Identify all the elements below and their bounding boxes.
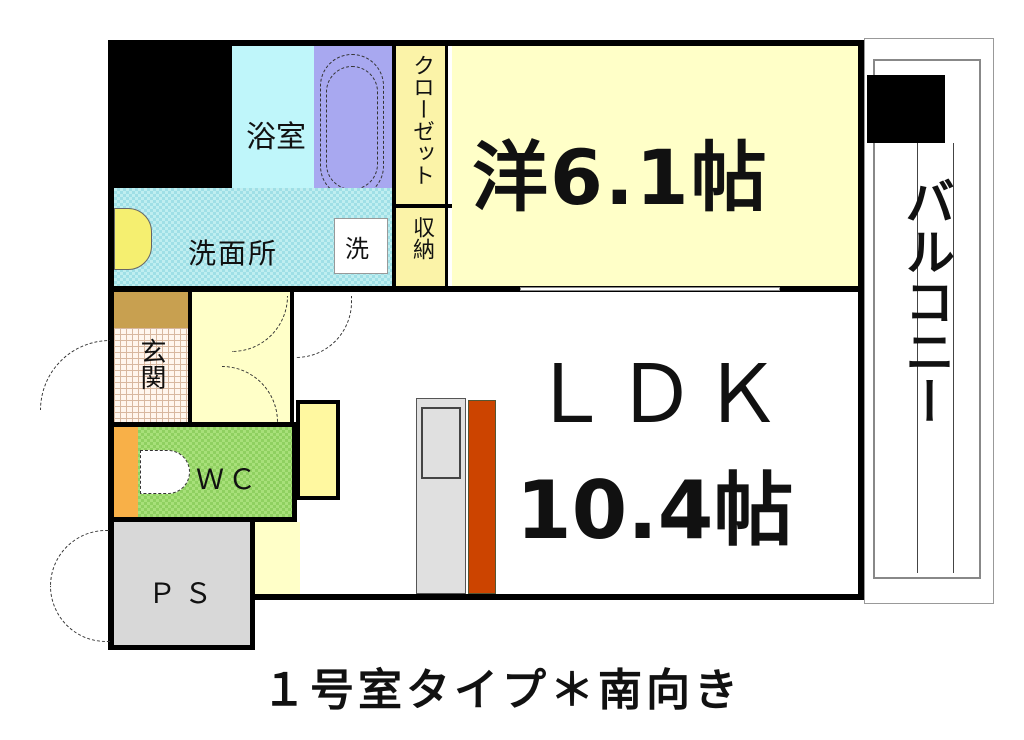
entrance: [114, 328, 188, 422]
closet-wall-bottom: [392, 204, 452, 208]
western-room: [452, 46, 858, 286]
ps-space: [114, 522, 252, 646]
hallway-wall-right: [290, 292, 294, 422]
sink-icon: [114, 208, 152, 270]
wc-wall-right: [292, 422, 297, 522]
washroom-wall-bottom: [108, 286, 398, 292]
refrigerator: [416, 398, 466, 594]
ldk-label-line2: 10.4帖: [516, 464, 794, 557]
washer-label: 洗: [345, 235, 369, 263]
wc-wall-top: [108, 422, 296, 427]
kitchen-counter: [468, 400, 496, 594]
ps-door-icon-1: [50, 530, 110, 586]
balcony: [864, 38, 994, 604]
entrance-step: [114, 292, 188, 328]
ps-door-icon-2: [50, 586, 110, 642]
outer-wall-left: [108, 40, 114, 650]
outer-wall-bottom: [252, 594, 864, 600]
washroom-label: 洗面所: [188, 237, 279, 270]
ldk-label-line1: ＬＤＫ: [530, 348, 788, 441]
ps-label: ＰＳ: [148, 577, 221, 610]
ldk-lower-left: [255, 522, 300, 594]
balcony-line-2: [953, 143, 954, 573]
bathtub-area: [314, 46, 392, 206]
shoe-cabinet: [296, 400, 340, 500]
balcony-label: バルコニー: [897, 176, 955, 426]
fridge-door-icon: [421, 407, 461, 479]
outer-wall-top: [108, 40, 864, 46]
western-room-label: 洋6.1帖: [472, 133, 769, 222]
closet-label: クローゼット: [409, 54, 434, 186]
ps-wall-right: [250, 522, 255, 650]
entrance-label: 玄関: [136, 338, 166, 390]
ldk-door-icon: [296, 296, 352, 358]
outer-wall-right: [858, 40, 864, 600]
balcony-rail-outer: [873, 59, 981, 579]
wc-counter: [114, 427, 138, 517]
entrance-door-icon: [40, 340, 110, 410]
western-room-door: [520, 287, 780, 291]
bathtub-inner-icon: [326, 66, 378, 190]
bathroom: [232, 46, 314, 206]
storage-label: 収納: [409, 216, 434, 260]
balcony-wall-block: [867, 75, 945, 143]
wall-block-top-left: [108, 40, 232, 188]
toilet-icon: [140, 450, 190, 494]
washer-space: 洗: [334, 218, 388, 274]
floor-plan-caption: １号室タイプ＊南向き: [262, 665, 742, 716]
entrance-wall-right: [188, 292, 192, 422]
closet: クローゼット: [396, 46, 448, 204]
wc-wall-bottom: [108, 517, 296, 522]
storage: 収納: [396, 208, 448, 286]
ps-wall-bottom: [108, 645, 255, 650]
bathroom-label: 浴室: [246, 120, 306, 155]
wc-label: ＷＣ: [196, 463, 261, 496]
balcony-line-1: [917, 143, 918, 573]
closet-wall-left: [392, 46, 396, 286]
bath-wall-left: [228, 46, 232, 206]
